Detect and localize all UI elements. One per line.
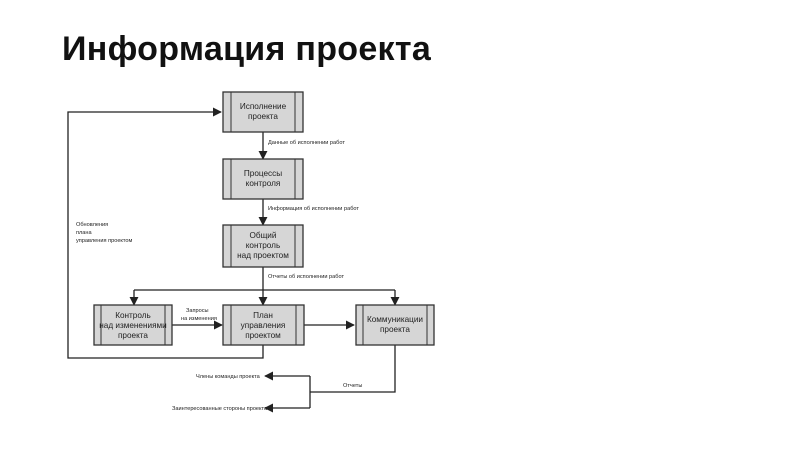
connectors xyxy=(67,107,400,413)
box-text: План xyxy=(253,311,273,320)
label-plan-updates: Обновления xyxy=(76,222,108,228)
label-work-data: Данные об исполнении работ xyxy=(268,140,345,146)
box-text: проекта xyxy=(248,112,278,121)
box-text: проектом xyxy=(245,331,281,340)
label-work-info: Информация об исполнении работ xyxy=(268,206,359,212)
box-text: проекта xyxy=(380,325,410,334)
connector-labels: Данные об исполнении работ Информация об… xyxy=(76,140,362,412)
label-team-members: Члены команды проекта xyxy=(196,374,261,380)
box-text: проекта xyxy=(118,331,148,340)
box-overall-control: Общий контроль над проектом xyxy=(222,224,304,268)
label-stakeholders: Заинтересованные стороны проекта xyxy=(172,406,268,412)
box-management-plan: План управления проектом xyxy=(222,304,305,346)
box-change-control: Контроль над изменениями проекта xyxy=(93,304,173,346)
feedback-plan-to-execution xyxy=(67,107,264,359)
box-text: Процессы xyxy=(244,169,282,178)
box-text: Коммуникации xyxy=(367,315,423,324)
box-project-communications: Коммуникации проекта xyxy=(355,304,435,346)
page-title: Информация проекта xyxy=(62,30,432,68)
label-plan-updates: управления проектом xyxy=(76,238,133,244)
box-project-execution: Исполнение проекта xyxy=(222,91,304,133)
box-text: управления xyxy=(241,321,286,330)
label-plan-updates: плана xyxy=(76,230,92,236)
label-work-reports: Отчеты об исполнении работ xyxy=(268,274,344,280)
box-text: Общий xyxy=(250,231,277,240)
box-control-processes: Процессы контроля xyxy=(222,158,304,200)
label-reports: Отчеты xyxy=(343,383,362,389)
box-text: над проектом xyxy=(237,251,289,260)
label-change-requests: Запросы xyxy=(186,308,209,314)
box-text: Контроль xyxy=(115,311,151,320)
box-text: контроля xyxy=(246,179,281,188)
label-change-requests: на изменения xyxy=(181,316,217,322)
box-text: над изменениями xyxy=(99,321,166,330)
box-text: Исполнение xyxy=(240,102,287,111)
box-text: контроль xyxy=(246,241,280,250)
line-communications-reports xyxy=(310,345,396,393)
